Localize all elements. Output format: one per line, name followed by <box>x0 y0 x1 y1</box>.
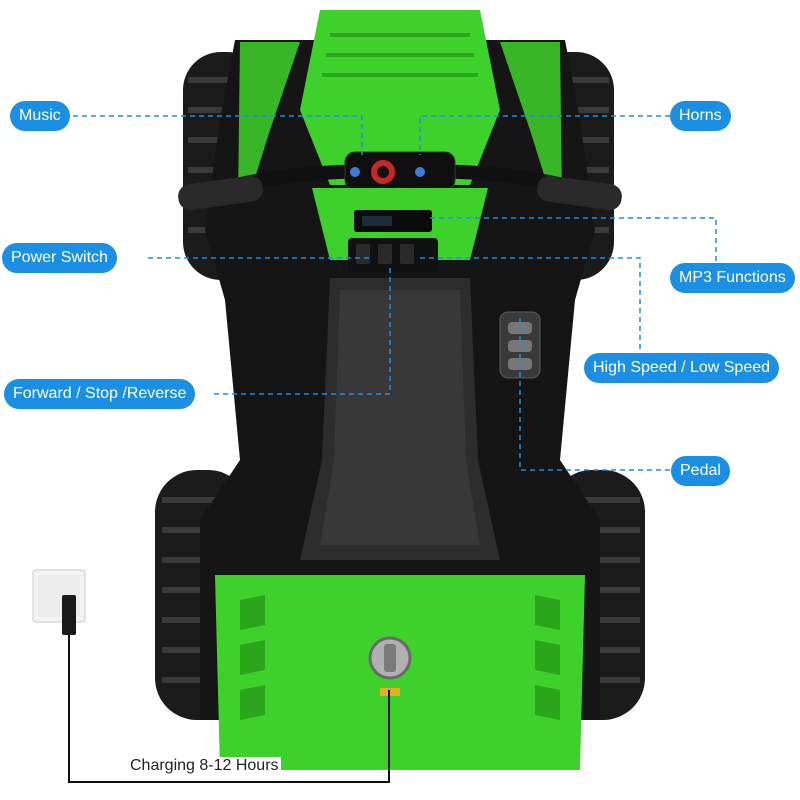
mp3-panel <box>354 210 432 232</box>
left-fender-accent <box>238 42 300 200</box>
pedal-callout: Pedal <box>671 456 730 486</box>
charging-cable <box>68 635 390 783</box>
horns-callout: Horns <box>670 101 731 131</box>
power-plug <box>62 595 76 635</box>
music-panel <box>344 151 456 191</box>
charging-port <box>368 636 412 696</box>
rear-bumper-slots <box>240 595 560 720</box>
music-callout: Music <box>10 101 70 131</box>
leader-lines <box>64 115 717 471</box>
seat-cushion <box>320 290 480 545</box>
forward-stop-reverse-callout: Forward / Stop /Reverse <box>4 379 196 409</box>
mp3-functions-callout: MP3 Functions <box>670 263 795 293</box>
power-switch-callout: Power Switch <box>2 243 117 273</box>
wall-socket <box>32 569 86 623</box>
charging-label: Charging 8-12 Hours <box>128 757 281 775</box>
hood-vents <box>322 33 478 77</box>
high-low-speed-callout: High Speed / Low Speed <box>584 353 780 383</box>
right-fender-accent <box>500 42 562 200</box>
switch-panel <box>348 238 438 272</box>
